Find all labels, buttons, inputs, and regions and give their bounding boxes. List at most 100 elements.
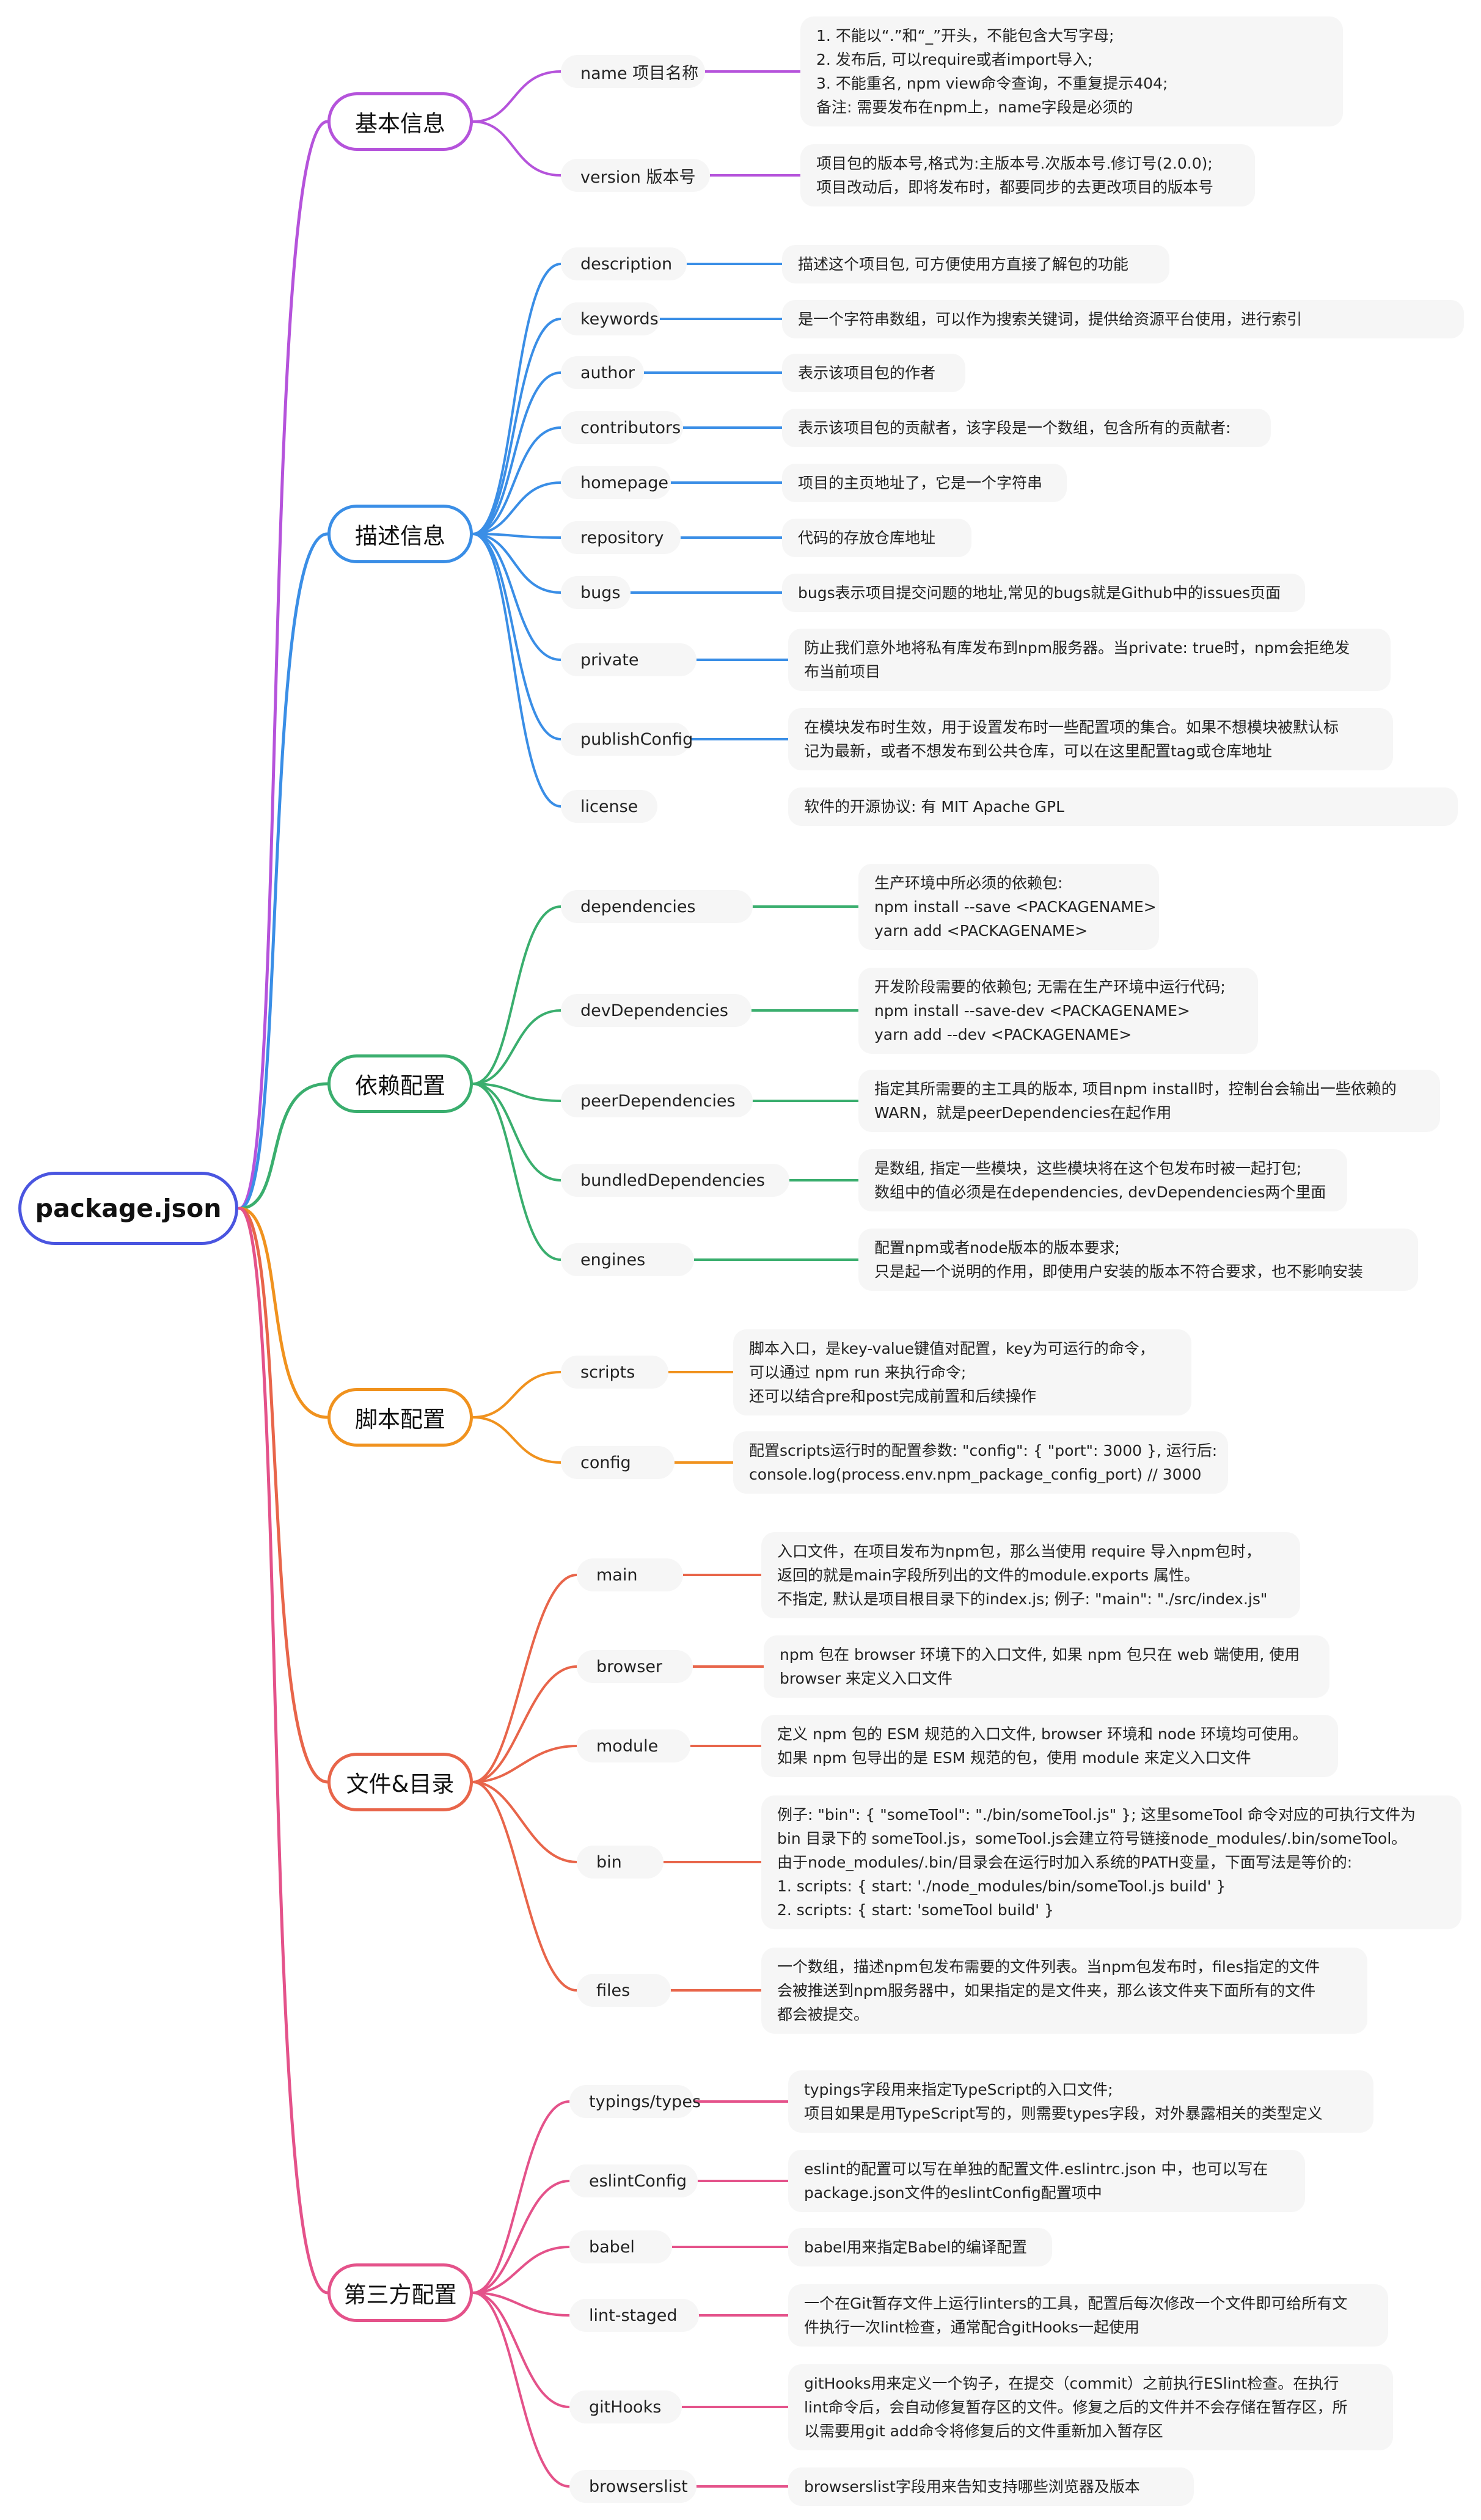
description-line: bin 目录下的 someTool.js，someTool.js会建立符号链接n… [777,1829,1407,1847]
description-line: 项目的主页地址了，它是一个字符串 [798,473,1043,492]
description-box: eslint的配置可以写在单独的配置文件.eslintrc.json 中，也可以… [788,2150,1305,2212]
category-to-key-connector [472,1574,578,1783]
key-node: author [561,356,644,389]
description-line: 数组中的值必须是在dependencies, devDependencies两个… [874,1183,1326,1201]
category-to-key-connector [472,70,562,123]
key-label: gitHooks [589,2397,662,2417]
description-line: package.json文件的eslintConfig配置项中 [804,2184,1102,2202]
key-label: module [596,1736,659,1756]
description-line: 防止我们意外地将私有库发布到npm服务器。当private: true时，npm… [804,639,1350,657]
key-node: name 项目名称 [561,55,705,88]
key-node: module [577,1729,690,1762]
description-line: lint命令后，会自动修复暂存区的文件。修复之后的文件并不会存储在暂存区，所 [804,2398,1348,2416]
description-line: 以需要用git add命令将修复后的文件重新加入暂存区 [804,2422,1163,2440]
category-to-key-connector [472,2180,571,2294]
key-node: main [577,1558,683,1591]
key-label: devDependencies [580,1001,728,1020]
key-node: gitHooks [569,2390,682,2423]
category-basic-info: 基本信息 [327,92,473,151]
category-to-key-connector [472,371,562,535]
description-line: typings字段用来指定TypeScript的入口文件; [804,2081,1113,2098]
key-node: dependencies [561,890,753,923]
description-line: 2. scripts: { start: 'someTool build' } [777,1901,1054,1919]
category-description-info: 描述信息 [327,505,473,563]
description-line: 指定其所需要的主工具的版本, 项目npm install时，控制台会输出一些依赖… [874,1080,1397,1098]
category-to-key-connector [472,2292,571,2408]
category-third-party-config: 第三方配置 [327,2263,473,2322]
description-line: WARN，就是peerDependencies在起作用 [874,1104,1172,1122]
key-label: files [596,1981,631,2000]
category-to-key-connector [472,263,562,535]
category-dependency-config: 依赖配置 [327,1054,473,1113]
description-box: gitHooks用来定义一个钩子，在提交（commit）之前执行ESlint检查… [788,2364,1393,2450]
description-line: 备注: 需要发布在npm上，name字段是必须的 [816,98,1133,116]
category-to-key-connector [472,1781,578,1863]
key-node: browserslist [569,2470,697,2503]
key-label: dependencies [580,897,696,916]
key-label: bugs [580,583,621,602]
description-line: 项目改动后，即将发布时，都要同步的去更改项目的版本号 [816,178,1214,196]
description-line: 记为最新，或者不想发布到公共仓库，可以在这里配置tag或仓库地址 [804,742,1272,760]
description-line: 2. 发布后, 可以require或者import导入; [816,51,1093,68]
key-node: homepage [561,466,671,499]
key-label: version 版本号 [580,167,696,187]
description-box: 一个在Git暂存文件上运行linters的工具，配置后每次修改一个文件即可给所有… [788,2284,1388,2347]
description-box: 1. 不能以“.”和“_”开头，不能包含大写字母; 2. 发布后, 可以requi… [800,16,1343,126]
description-line: browserslist字段用来告知支持哪些浏览器及版本 [804,2477,1140,2496]
key-node: publishConfig [561,723,693,756]
key-label: engines [580,1250,646,1269]
key-label: contributors [580,418,681,437]
key-label: scripts [580,1362,635,1382]
description-box: 在模块发布时生效，用于设置发布时一些配置项的集合。如果不想模块被默认标记为最新，… [788,708,1393,770]
category-to-key-connector [472,2246,571,2294]
root-to-category-connector [238,1207,329,1784]
description-line: 返回的就是main字段所列出的文件的module.exports 属性。 [777,1566,1200,1584]
description-line: 1. 不能以“.”和“_”开头，不能包含大写字母; [816,27,1114,45]
root-to-category-connector [238,1207,329,2295]
key-label: bin [596,1852,622,1872]
description-line: 项目包的版本号,格式为:主版本号.次版本号.修订号(2.0.0); [816,155,1213,172]
description-line: 例子: "bin": { "someTool": "./bin/someTool… [777,1805,1416,1824]
category-to-key-connector [472,2292,571,2317]
key-node: engines [561,1243,694,1276]
description-line: 只是起一个说明的作用，即使用户安装的版本不符合要求，也不影响安装 [874,1263,1364,1280]
category-to-key-connector [472,533,562,539]
category-to-key-connector [472,1745,578,1783]
description-line: 是数组, 指定一些模块，这些模块将在这个包发布时被一起打包; [874,1160,1302,1177]
key-node: contributors [561,411,683,444]
description-line: 布当前项目 [804,663,881,681]
description-box: npm 包在 browser 环境下的入口文件, 如果 npm 包只在 web … [764,1635,1329,1698]
description-line: 是一个字符串数组，可以作为搜索关键词，提供给资源平台使用，进行索引 [798,310,1303,328]
root-to-category-connector [238,1082,329,1210]
category-to-key-connector [472,533,562,594]
description-line: 定义 npm 包的 ESM 规范的入口文件, browser 环境和 node … [777,1725,1308,1743]
description-line: console.log(process.env.npm_package_conf… [749,1466,1202,1483]
category-to-key-connector [472,318,562,535]
description-box: typings字段用来指定TypeScript的入口文件;项目如果是用TypeS… [788,2070,1373,2133]
description-box: 配置npm或者node版本的版本要求;只是起一个说明的作用，即使用户安装的版本不… [858,1229,1418,1291]
description-box: 项目包的版本号,格式为:主版本号.次版本号.修订号(2.0.0); 项目改动后，即… [800,144,1255,206]
description-line: npm 包在 browser 环境下的入口文件, 如果 npm 包只在 web … [780,1646,1300,1664]
description-line: 还可以结合pre和post完成前置和后续操作 [749,1387,1036,1405]
description-line: 软件的开源协议: 有 MIT Apache GPL [804,797,1065,816]
category-to-key-connector [472,2292,571,2488]
description-box: 表示该项目包的作者 [782,353,965,392]
key-node: browser [577,1650,693,1683]
description-line: babel用来指定Babel的编译配置 [804,2238,1028,2256]
description-line: 件执行一次lint检查，通常配合gitHooks一起使用 [804,2318,1140,2336]
key-node: scripts [561,1356,668,1389]
key-label: keywords [580,309,659,329]
category-label: 文件&目录 [346,1771,455,1797]
description-box: 生产环境中所必须的依赖包:npm install --save <PACKAGE… [858,863,1159,950]
key-node: babel [569,2230,672,2263]
key-label: author [580,363,635,382]
description-line: 生产环境中所必须的依赖包: [874,874,1063,892]
description-line: gitHooks用来定义一个钩子，在提交（commit）之前执行ESlint检查… [804,2374,1339,2392]
category-to-key-connector [472,1083,562,1261]
description-line: 会被推送到npm服务器中，如果指定的是文件夹，那么该文件夹下面所有的文件 [777,1981,1316,2000]
description-line: 1. scripts: { start: './node_modules/bin… [777,1877,1226,1895]
description-line: 如果 npm 包导出的是 ESM 规范的包，使用 module 来定义入口文件 [777,1749,1251,1767]
key-label: lint-staged [589,2306,678,2325]
category-to-key-connector [472,1665,578,1783]
